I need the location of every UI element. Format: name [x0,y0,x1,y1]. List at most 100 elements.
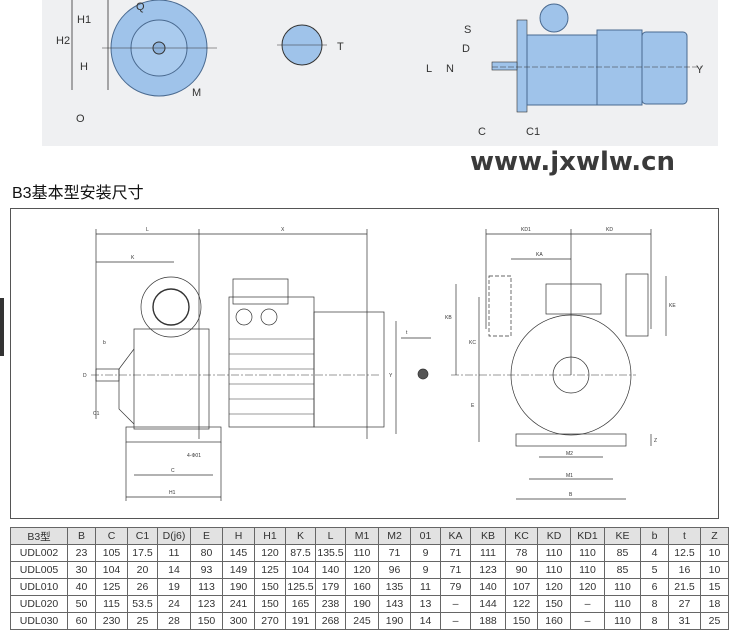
edge-marker [0,298,4,356]
table-cell: 110 [345,544,379,562]
watermark: www.jxwlw.cn [470,147,676,177]
table-cell: – [440,595,471,613]
column-header: C1 [127,527,158,545]
dim-ke: KE [669,303,676,309]
dim-kb: KB [445,315,452,321]
label-s: S [464,24,471,36]
table-cell: 125 [254,561,286,579]
table-cell: 10 [700,544,729,562]
table-cell: 10 [700,561,729,579]
table-cell: 270 [254,612,286,630]
table-cell: 120 [254,544,286,562]
table-cell: 241 [222,595,255,613]
table-cell: 96 [378,561,411,579]
table-cell: 190 [378,612,411,630]
table-cell: 123 [470,561,506,579]
table-cell: 20 [127,561,158,579]
table-cell: 143 [378,595,411,613]
table-cell: 16 [668,561,701,579]
table-cell: 28 [157,612,191,630]
label-l: L [426,63,432,75]
table-cell: 71 [378,544,411,562]
dim-kc: KC [469,340,476,346]
column-header: K [285,527,316,545]
column-header: M1 [345,527,379,545]
table-cell: 71 [440,544,471,562]
table-cell: 160 [537,612,571,630]
table-cell: 122 [505,595,538,613]
table-cell: 125 [95,578,128,596]
table-cell: 104 [95,561,128,579]
table-cell: 13 [410,595,441,613]
table-cell: 9 [410,544,441,562]
table-cell: 110 [604,578,641,596]
table-cell: 14 [410,612,441,630]
table-cell: 150 [505,612,538,630]
table-cell: 6 [640,578,669,596]
column-header: Z [700,527,729,545]
column-header: B3型 [10,527,68,545]
table-cell: 90 [505,561,538,579]
table-cell: 120 [537,578,571,596]
column-header: KD [537,527,571,545]
column-header: KA [440,527,471,545]
label-n: N [446,63,454,75]
column-header: KB [470,527,506,545]
table-cell: 125.5 [285,578,316,596]
table-cell: 25 [700,612,729,630]
top-dimension-drawing: H1 H2 H M O Q T S D N L Y C C1 [56,0,704,138]
table-cell: 21.5 [668,578,701,596]
table-cell: 140 [470,578,506,596]
table-cell: 245 [345,612,379,630]
label-h2: H2 [56,35,70,47]
label-q: Q [136,1,145,13]
table-cell: 149 [222,561,255,579]
table-cell: 53.5 [127,595,158,613]
table-cell: 150 [190,612,223,630]
table-cell: 160 [345,578,379,596]
table-cell: – [570,595,605,613]
table-cell: 179 [315,578,346,596]
dim-b-width: B [569,492,573,498]
table-cell: 12.5 [668,544,701,562]
dim-l: L [146,227,149,233]
column-header: t [668,527,701,545]
table-cell: 105 [95,544,128,562]
top-drawing-panel: H1 H2 H M O Q T S D N L Y C C1 [42,0,718,146]
column-header: C [95,527,128,545]
table-cell: 190 [345,595,379,613]
table-cell: 17.5 [127,544,158,562]
dim-kd1: KD1 [521,227,531,233]
label-y: Y [696,64,704,76]
table-cell: 40 [67,578,96,596]
table-cell: 24 [157,595,191,613]
dim-y: Y [389,373,393,379]
dim-m1: M1 [566,473,573,479]
table-cell: 15 [700,578,729,596]
table-cell: 8 [640,595,669,613]
table-cell: 135 [378,578,411,596]
table-cell: 150 [537,595,571,613]
dim-b: b [103,340,106,346]
label-c: C [478,126,486,138]
dim-x: X [281,227,285,233]
dim-ka: KA [536,252,543,258]
table-cell: 25 [127,612,158,630]
dim-t: t [406,330,408,336]
table-cell: 79 [440,578,471,596]
label-h1: H1 [77,14,91,26]
table-cell: 107 [505,578,538,596]
table-cell: 11 [157,544,191,562]
table-cell: 9 [410,561,441,579]
table-cell: 188 [470,612,506,630]
table-cell: 104 [285,561,316,579]
column-header: M2 [378,527,411,545]
table-cell: 85 [604,561,641,579]
table-cell: 23 [67,544,96,562]
label-m: M [192,87,201,99]
